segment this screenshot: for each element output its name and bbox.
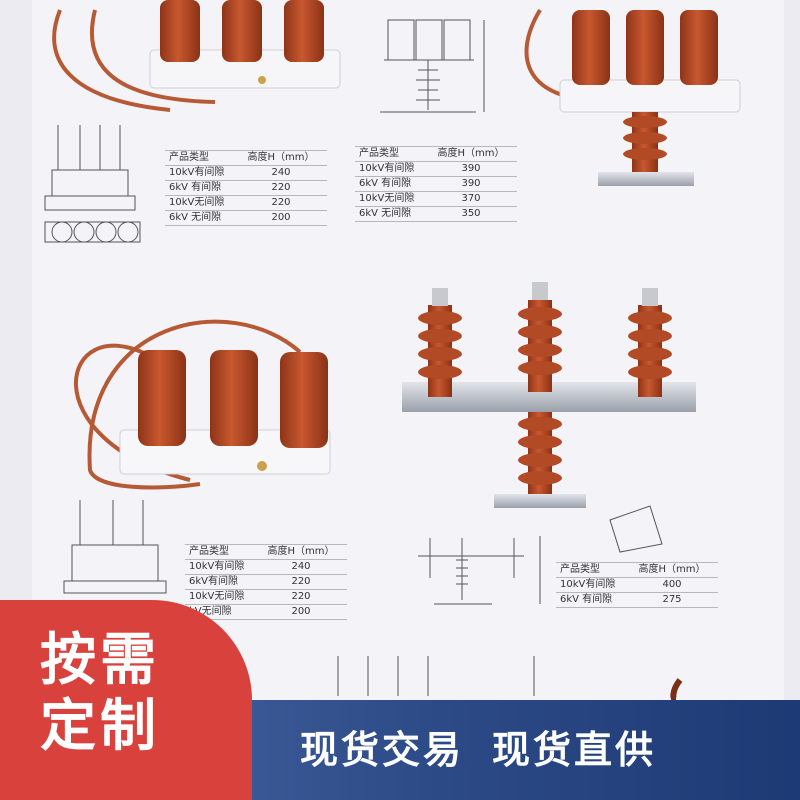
table-header: 高度H（mm）	[235, 150, 327, 166]
table-header: 高度H（mm）	[255, 544, 347, 560]
arrester-top-left	[52, 0, 341, 112]
table-header: 产品类型	[556, 562, 626, 578]
slogan-in-stock-supply: 现货直供	[492, 728, 657, 772]
arrester-mid-right	[402, 282, 696, 508]
bottom-slogan: 现货交易现货直供	[300, 722, 656, 778]
drawing-bottom	[337, 656, 683, 703]
table-header: 产品类型	[355, 146, 425, 162]
badge-line-2: 定制	[40, 694, 160, 759]
badge-line-1: 按需	[40, 628, 160, 693]
drawing-top-left	[44, 125, 141, 243]
custom-order-badge	[0, 600, 252, 800]
arrester-mid-left	[74, 319, 331, 490]
drawing-mid-left	[63, 500, 167, 594]
table-header: 高度H（mm）	[425, 146, 517, 162]
badge-text: 按需 定制	[40, 628, 190, 760]
drawing-mid-right	[418, 505, 663, 605]
table-header: 产品类型	[185, 544, 255, 560]
arrester-top-right	[524, 8, 741, 186]
slogan-in-stock-trade: 现货交易	[300, 728, 465, 772]
table-header: 高度H（mm）	[626, 562, 718, 578]
drawing-top-center	[380, 19, 485, 113]
table-header: 产品类型	[165, 150, 235, 166]
